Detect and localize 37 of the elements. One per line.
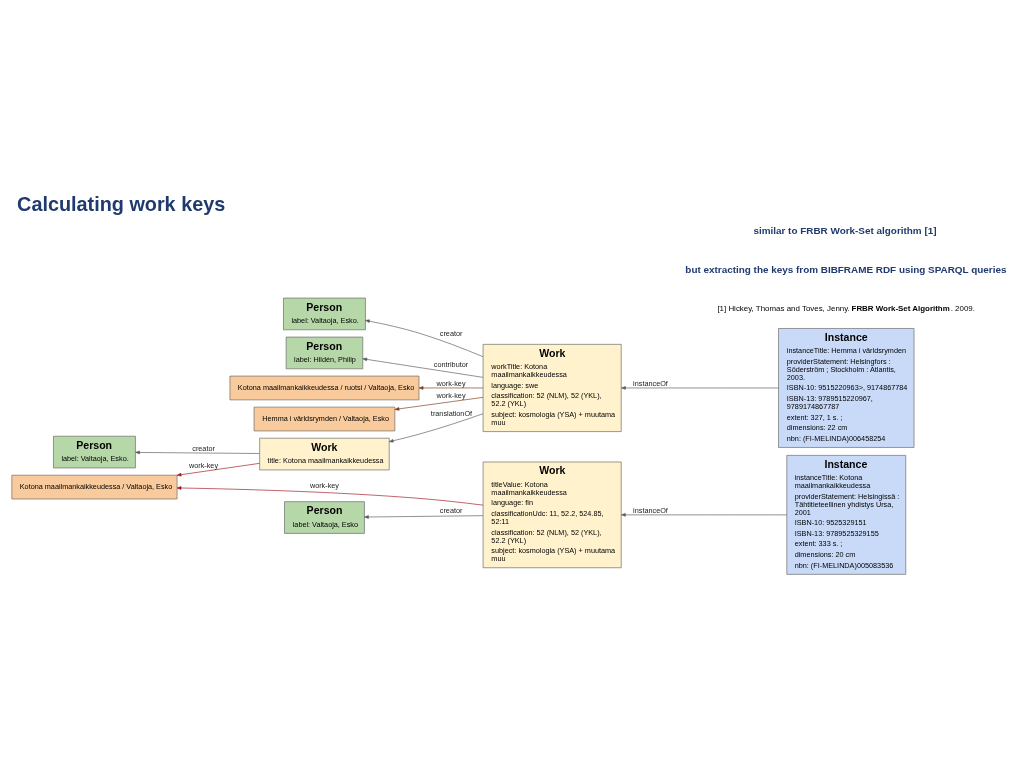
- arrow: [176, 486, 483, 506]
- node-box: Person label: Valtaoja, Esko: [283, 501, 365, 534]
- node-box: Instance instanceTitle: Hemma i världsrymden providerStatement: Helsingfors : Söderström ; Stockholm : Atlantis, 2003. ISBN-10: 9515220963>, 9174867784 ISBN-13: 9789515220967, 9789174867787 extent: 327, 1 s. ; dimensions: 22 cm nbn: (FI-MELINDA)006458254: [777, 328, 914, 448]
- edge-label: work-key: [309, 480, 339, 490]
- label: similar to FRBR Work-Set algorithm [1]: [752, 225, 937, 237]
- arrow: [363, 515, 483, 519]
- edge-label: work-key: [435, 378, 466, 388]
- edge-label: work-key: [435, 390, 466, 400]
- edge-label: contributor: [433, 360, 468, 370]
- edge-label: instanceOf: [632, 505, 668, 515]
- node-box: Work titleValue: Kotona maailmankaikkeudessa language: fin classificationUdc: 11, 52.2, 524.85, 52:11 classification: 52 (NLM), 52 (YKL), 52.2 (YKL) subject: kosmologia (YSA) + muutama muu: [482, 461, 622, 569]
- node-box: Kotona maailmankaikkeudessa / Valtaoja, Esko: [11, 474, 177, 500]
- node-box: Person label: Hildén, Philip: [285, 336, 363, 370]
- edge-label: creator: [439, 506, 462, 516]
- edge-label: instanceOf: [632, 378, 668, 388]
- arrow: [388, 413, 483, 443]
- diagram-title: Calculating work keys: [16, 193, 225, 216]
- node-box: Person label: Valtaoja, Esko.: [52, 435, 136, 469]
- arrow: [620, 386, 779, 390]
- node-box: Instance instanceTitle: Kotona maailmankaikkeudessa providerStatement: Helsingissä : Tähtitieteellinen yhdistys Ursa, 2001 ISBN-10: 9525329151 ISBN-13: 9789525329155 extent: 333 s. ; dimensions: 20 cm nbn: (FI-MELINDA)005083536: [785, 455, 906, 575]
- arrow: [418, 386, 483, 390]
- edge-label: creator: [191, 444, 215, 454]
- node-box: Person label: Valtaoja, Esko.: [282, 297, 366, 331]
- edge-label: translationOf: [430, 409, 472, 419]
- arrow: [176, 463, 260, 477]
- label: but extracting the keys from BIBFRAME RDF using SPARQL queries: [684, 263, 1006, 275]
- arrow: [134, 450, 260, 455]
- node-box: Kotona maailmankaikkeudessa / ruotsi / Valtaoja, Esko: [229, 375, 419, 401]
- edge-label: work-key: [188, 460, 218, 470]
- node-box: Work workTitle: Kotona maailmankaikkeudessa language: swe classification: 52 (NLM), 52 (YKL), 52.2 (YKL) subject: kosmologia (YSA) + muutama muu: [482, 344, 622, 432]
- arrow: [620, 513, 787, 517]
- edge-label: creator: [439, 329, 462, 339]
- arrow: [362, 357, 483, 378]
- arrow: [394, 397, 483, 411]
- node-box: Work title: Kotona maailmankaikkeudessa: [258, 437, 390, 471]
- arrow: [364, 319, 483, 357]
- node-box: Hemma i världsrymden / Valtaoja, Esko: [253, 406, 395, 432]
